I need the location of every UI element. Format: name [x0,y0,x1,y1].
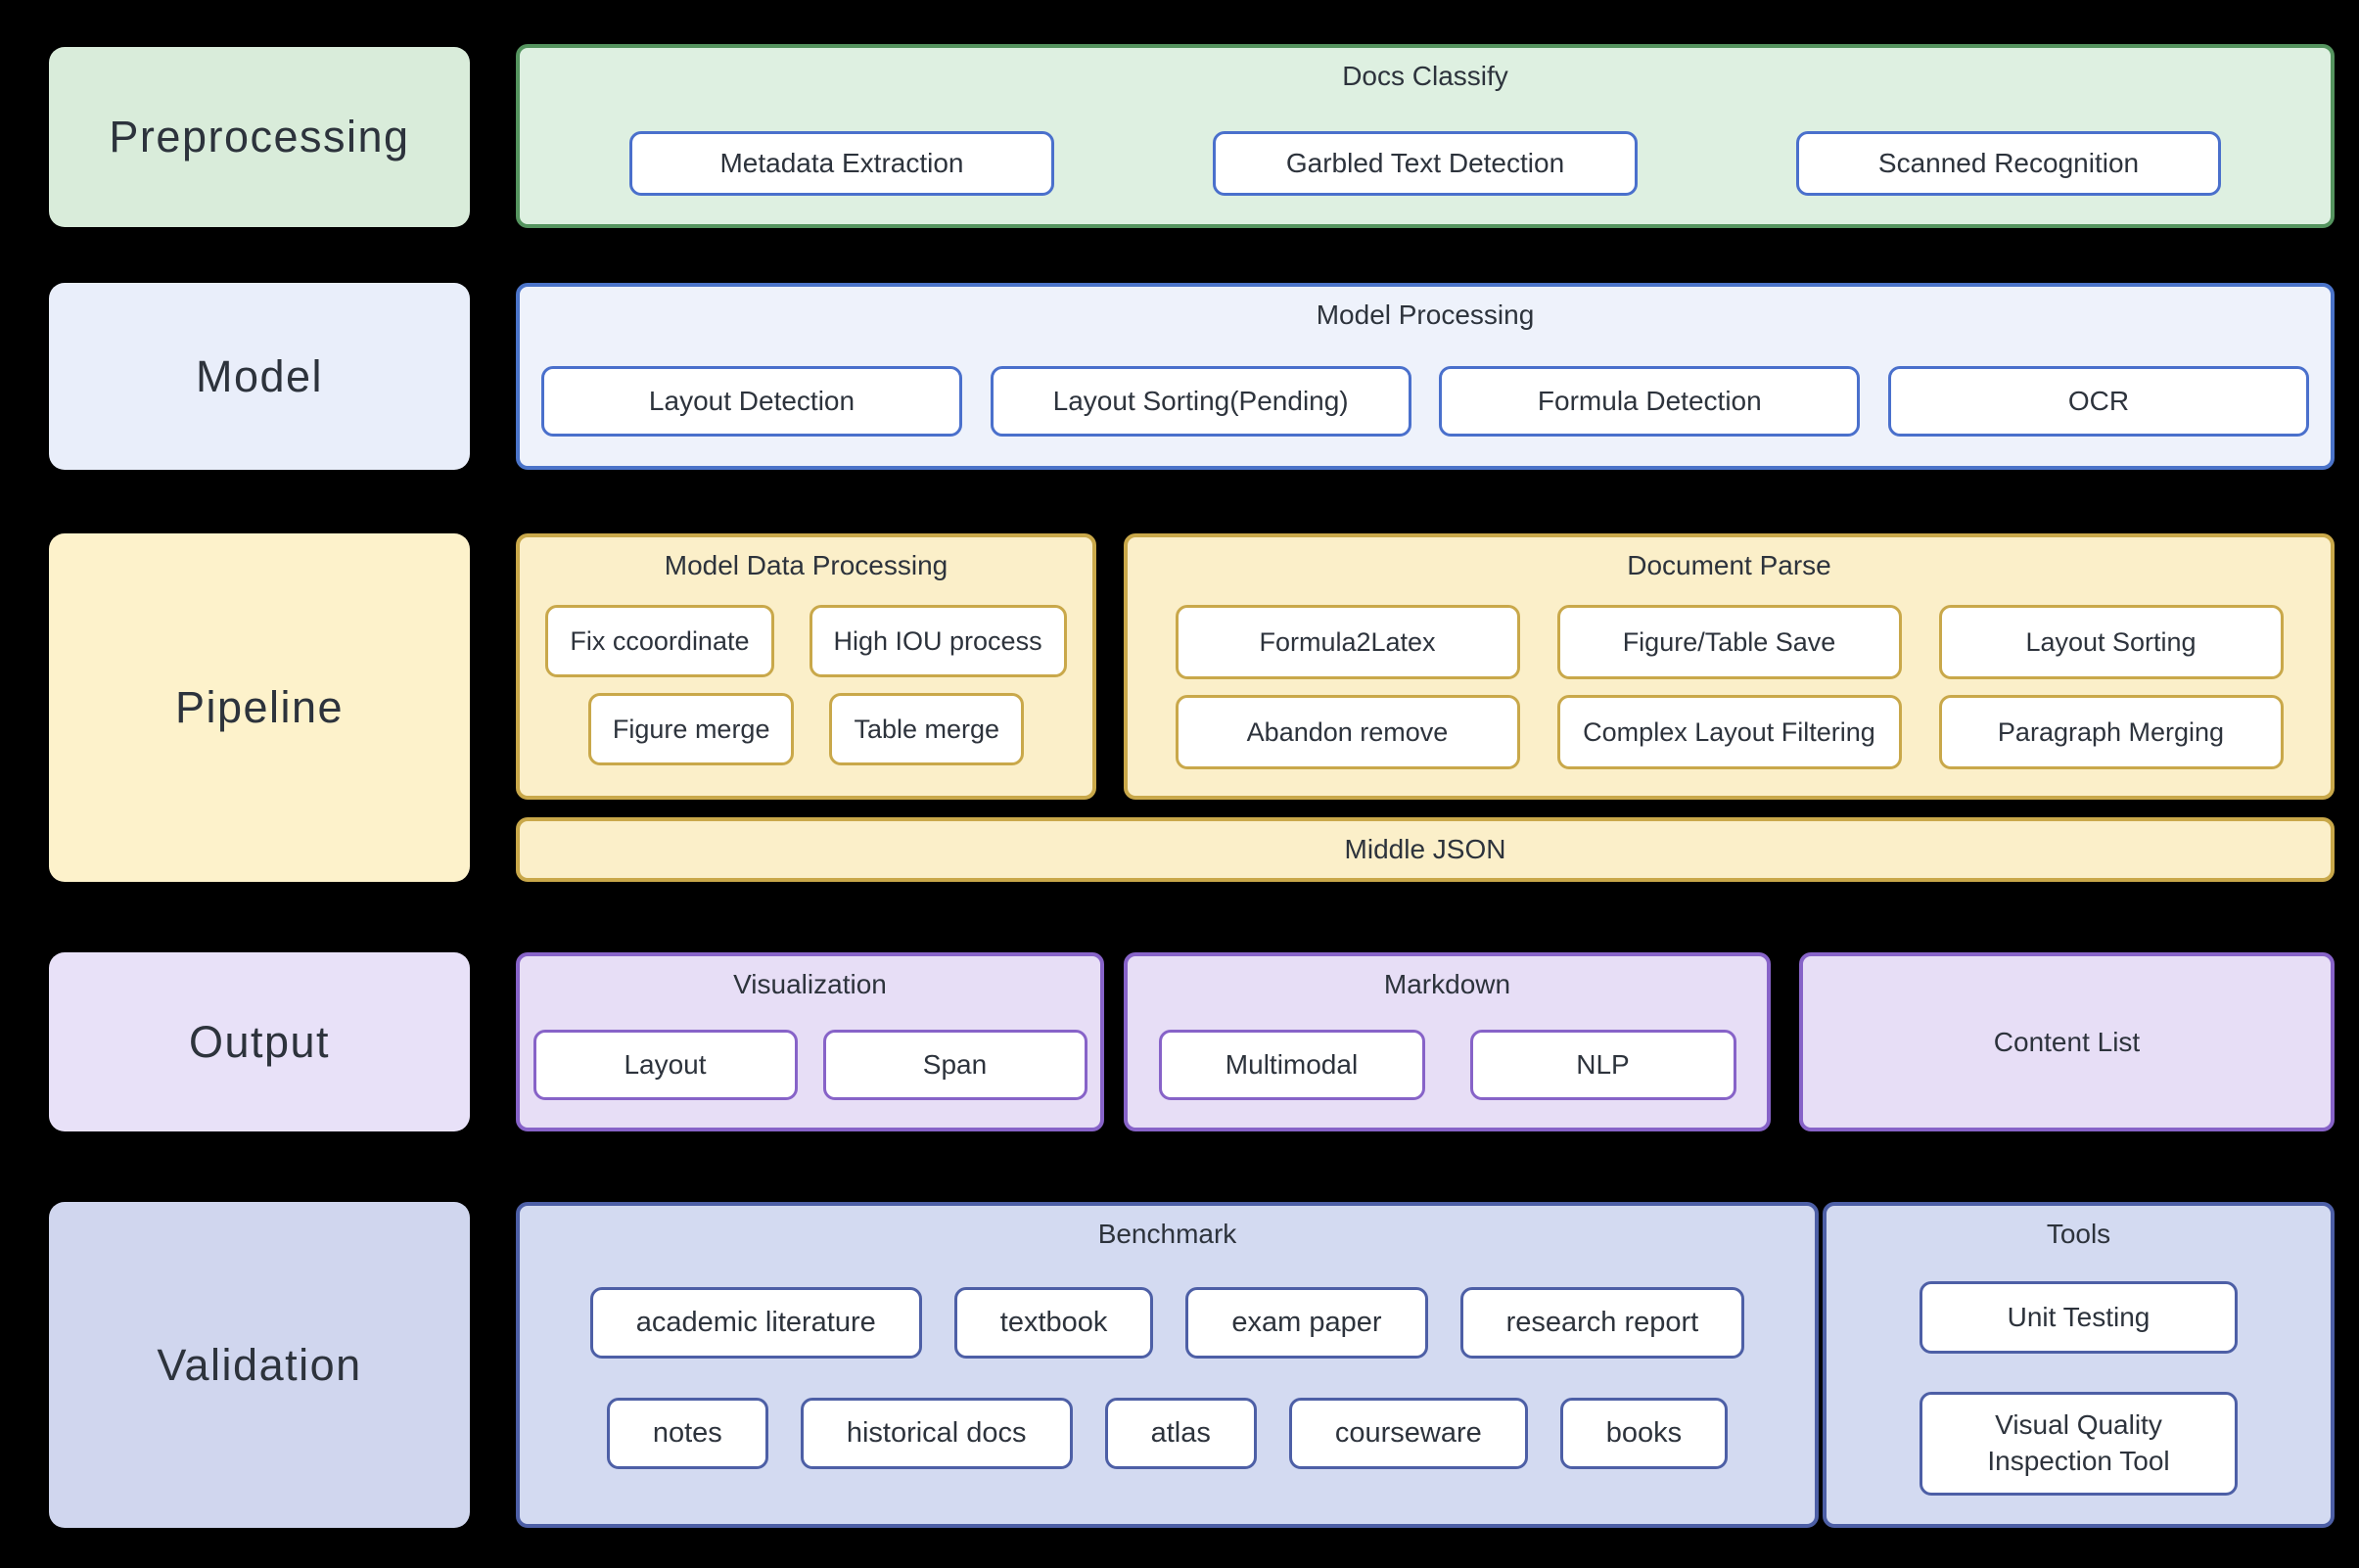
model-data-processing-row-2: Figure merge Table merge [520,693,1092,765]
model-processing-title: Model Processing [1316,300,1535,330]
node-fix-ccoordinate: Fix ccoordinate [545,605,774,677]
benchmark-title: Benchmark [1097,1219,1237,1249]
node-ocr: OCR [1887,366,2309,437]
stage-label-validation: Validation [49,1202,470,1528]
docs-classify-group: Docs Classify Metadata Extraction Garble… [516,44,2335,228]
markdown-title: Markdown [1383,969,1511,999]
document-parse-title: Document Parse [1627,550,1831,580]
model-data-processing-group: Model Data Processing Fix ccoordinate Hi… [516,533,1096,800]
node-formula-detection: Formula Detection [1439,366,1861,437]
content-list-label: Content List [1993,1026,2141,1057]
visualization-title: Visualization [733,969,887,999]
visualization-group: Visualization Layout Span [516,952,1104,1131]
node-layout-sorting-pending: Layout Sorting(Pending) [990,366,1411,437]
node-formula2latex: Formula2Latex [1175,605,1520,679]
middle-json-bar: Middle JSON [516,817,2335,882]
node-span: Span [822,1030,1087,1100]
model-processing-nodes: Layout Detection Layout Sorting(Pending)… [520,366,2331,437]
node-paragraph-merging: Paragraph Merging [1938,695,2284,769]
node-metadata-extraction: Metadata Extraction [629,131,1054,196]
model-processing-group: Model Processing Layout Detection Layout… [516,283,2335,470]
node-historical-docs: historical docs [800,1398,1073,1469]
node-textbook: textbook [953,1287,1154,1359]
model-data-processing-row-1: Fix ccoordinate High IOU process [520,605,1092,677]
tools-group: Tools Unit Testing Visual Quality Inspec… [1823,1202,2335,1528]
visualization-nodes: Layout Span [520,1030,1100,1100]
content-list-group: Content List [1799,952,2335,1131]
document-parse-group: Document Parse Formula2Latex Figure/Tabl… [1124,533,2335,800]
node-abandon-remove: Abandon remove [1175,695,1520,769]
node-nlp: NLP [1469,1030,1736,1100]
docs-classify-nodes: Metadata Extraction Garbled Text Detecti… [520,131,2331,196]
docs-classify-title: Docs Classify [1342,61,1508,91]
document-parse-row-1: Formula2Latex Figure/Table Save Layout S… [1128,605,2331,679]
tools-title: Tools [2046,1219,2111,1249]
node-multimodal: Multimodal [1158,1030,1425,1100]
node-exam-paper: exam paper [1185,1287,1428,1359]
middle-json-label: Middle JSON [1344,834,1506,864]
stage-label-preprocessing: Preprocessing [49,47,470,227]
node-high-iou-process: High IOU process [809,605,1067,677]
node-notes: notes [606,1398,768,1469]
node-layout-detection: Layout Detection [541,366,962,437]
stage-label-model: Model [49,283,470,470]
node-atlas: atlas [1104,1398,1257,1469]
node-layout-sorting: Layout Sorting [1938,605,2284,679]
node-garbled-text-detection: Garbled Text Detection [1213,131,1638,196]
benchmark-row-2: notes historical docs atlas courseware b… [520,1398,1815,1469]
node-complex-layout-filtering: Complex Layout Filtering [1556,695,1902,769]
benchmark-row-1: academic literature textbook exam paper … [520,1287,1815,1359]
node-figure-table-save: Figure/Table Save [1556,605,1902,679]
node-courseware: courseware [1288,1398,1528,1469]
stage-label-pipeline: Pipeline [49,533,470,882]
markdown-nodes: Multimodal NLP [1128,1030,1767,1100]
benchmark-group: Benchmark academic literature textbook e… [516,1202,1819,1528]
node-scanned-recognition: Scanned Recognition [1796,131,2221,196]
document-parse-row-2: Abandon remove Complex Layout Filtering … [1128,695,2331,769]
node-books: books [1559,1398,1729,1469]
node-layout: Layout [532,1030,798,1100]
node-visual-quality-inspection-tool: Visual Quality Inspection Tool [1920,1392,2238,1496]
stage-label-output: Output [49,952,470,1131]
node-academic-literature: academic literature [589,1287,922,1359]
node-unit-testing: Unit Testing [1920,1281,2238,1354]
model-data-processing-title: Model Data Processing [664,550,948,580]
node-figure-merge: Figure merge [587,693,795,765]
node-table-merge: Table merge [829,693,1025,765]
markdown-group: Markdown Multimodal NLP [1124,952,1771,1131]
node-research-report: research report [1459,1287,1745,1359]
